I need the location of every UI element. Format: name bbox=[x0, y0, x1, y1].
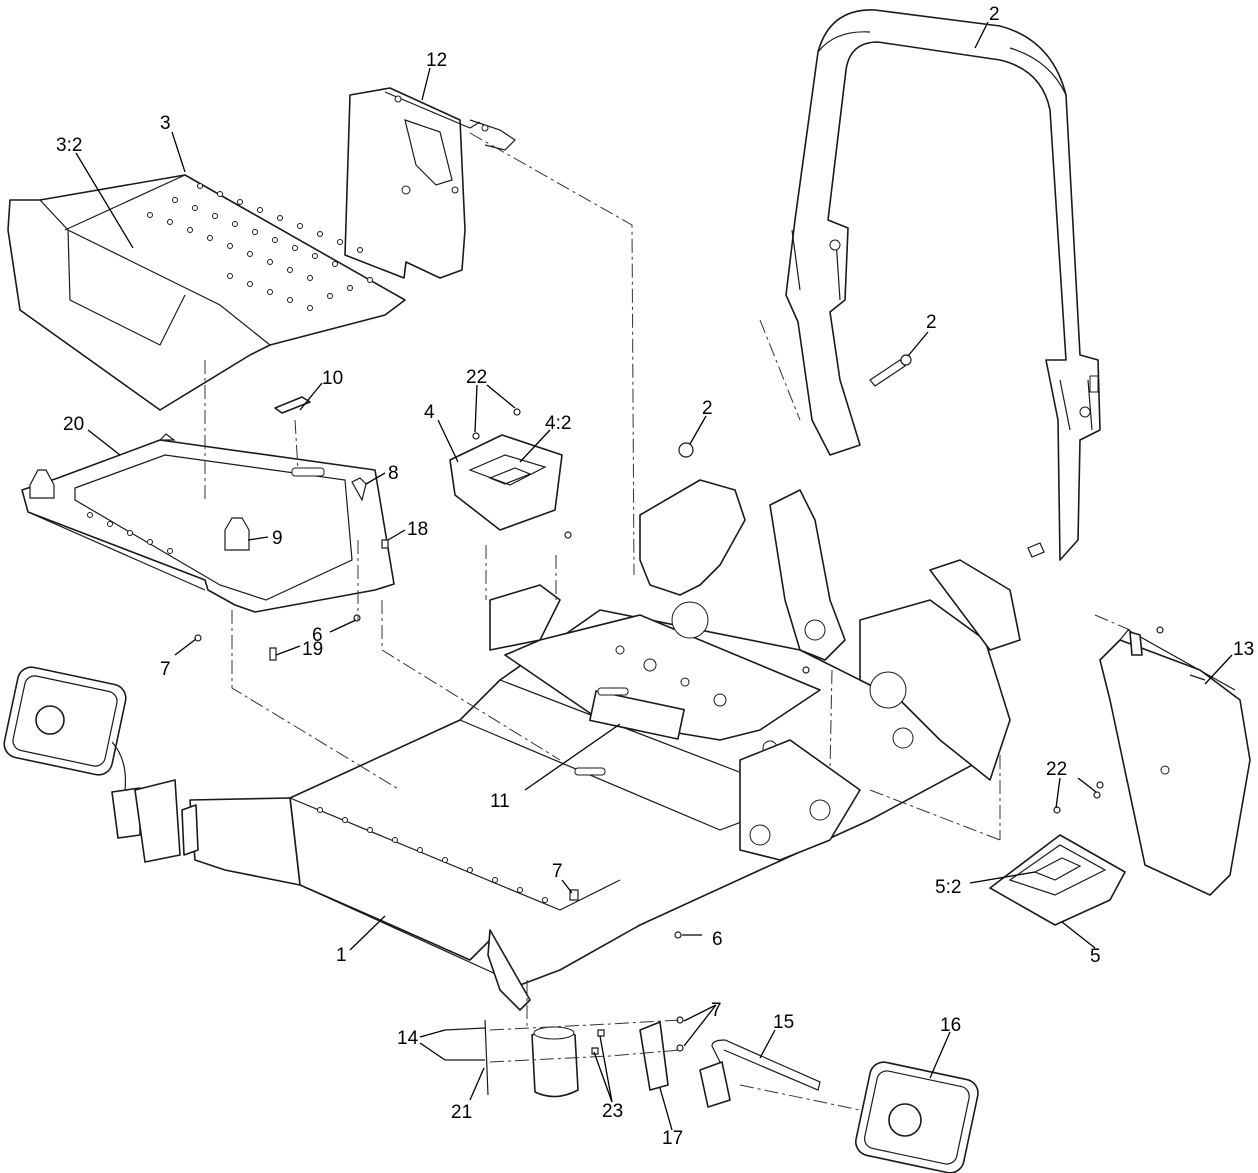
main-frame bbox=[289, 479, 1021, 1011]
callout-4-2: 4:2 bbox=[545, 413, 571, 434]
callout-leaders bbox=[75, 21, 1233, 1131]
callout-2-roll-bar: 2 bbox=[989, 4, 1000, 25]
callout-16: 16 bbox=[940, 1015, 961, 1036]
callout-9: 9 bbox=[272, 528, 283, 549]
callout-3-2: 3:2 bbox=[56, 135, 82, 156]
side-panel bbox=[1096, 626, 1251, 896]
console-shroud bbox=[449, 408, 572, 539]
right-mirror-assembly bbox=[444, 1016, 979, 1173]
mount-plate bbox=[21, 396, 395, 661]
left-mirror bbox=[3, 666, 301, 886]
callout-4: 4 bbox=[424, 402, 435, 423]
callout-6-frame: 6 bbox=[712, 929, 723, 950]
right-console bbox=[989, 791, 1126, 926]
callout-20: 20 bbox=[63, 414, 84, 435]
callout-7-left: 7 bbox=[160, 659, 171, 680]
callout-6-left: 6 bbox=[312, 625, 323, 646]
callout-1: 1 bbox=[336, 945, 347, 966]
callout-10: 10 bbox=[322, 368, 343, 389]
callout-15: 15 bbox=[773, 1012, 794, 1033]
callout-13: 13 bbox=[1233, 639, 1254, 660]
callout-labels: 2 2 2 12 3 3:2 10 22 4 4:2 20 8 9 18 6 7… bbox=[56, 4, 1254, 1149]
callout-8: 8 bbox=[388, 463, 399, 484]
floor-pan-holes bbox=[147, 183, 373, 311]
callout-2-pin: 2 bbox=[926, 312, 937, 333]
callout-22-right: 22 bbox=[1046, 759, 1067, 780]
callout-19: 19 bbox=[302, 639, 323, 660]
callout-22-console: 22 bbox=[466, 367, 487, 388]
callout-7-frame: 7 bbox=[552, 861, 563, 882]
callout-17: 17 bbox=[662, 1128, 683, 1149]
callout-11: 11 bbox=[490, 791, 510, 812]
roll-bar bbox=[678, 9, 1101, 561]
callout-5-2: 5:2 bbox=[935, 877, 961, 898]
assembly-lines bbox=[204, 132, 1131, 1111]
callout-14: 14 bbox=[397, 1028, 419, 1049]
floor-pan bbox=[7, 174, 406, 411]
callout-18: 18 bbox=[407, 519, 428, 540]
callout-12: 12 bbox=[426, 50, 447, 71]
callout-21: 21 bbox=[451, 1102, 472, 1123]
callout-5: 5 bbox=[1090, 946, 1101, 967]
callout-2-nut: 2 bbox=[702, 398, 713, 419]
seat-plate bbox=[344, 87, 516, 279]
callout-7-mirror: 7 bbox=[711, 1000, 722, 1021]
callout-3: 3 bbox=[160, 113, 171, 134]
callout-23: 23 bbox=[602, 1101, 623, 1122]
